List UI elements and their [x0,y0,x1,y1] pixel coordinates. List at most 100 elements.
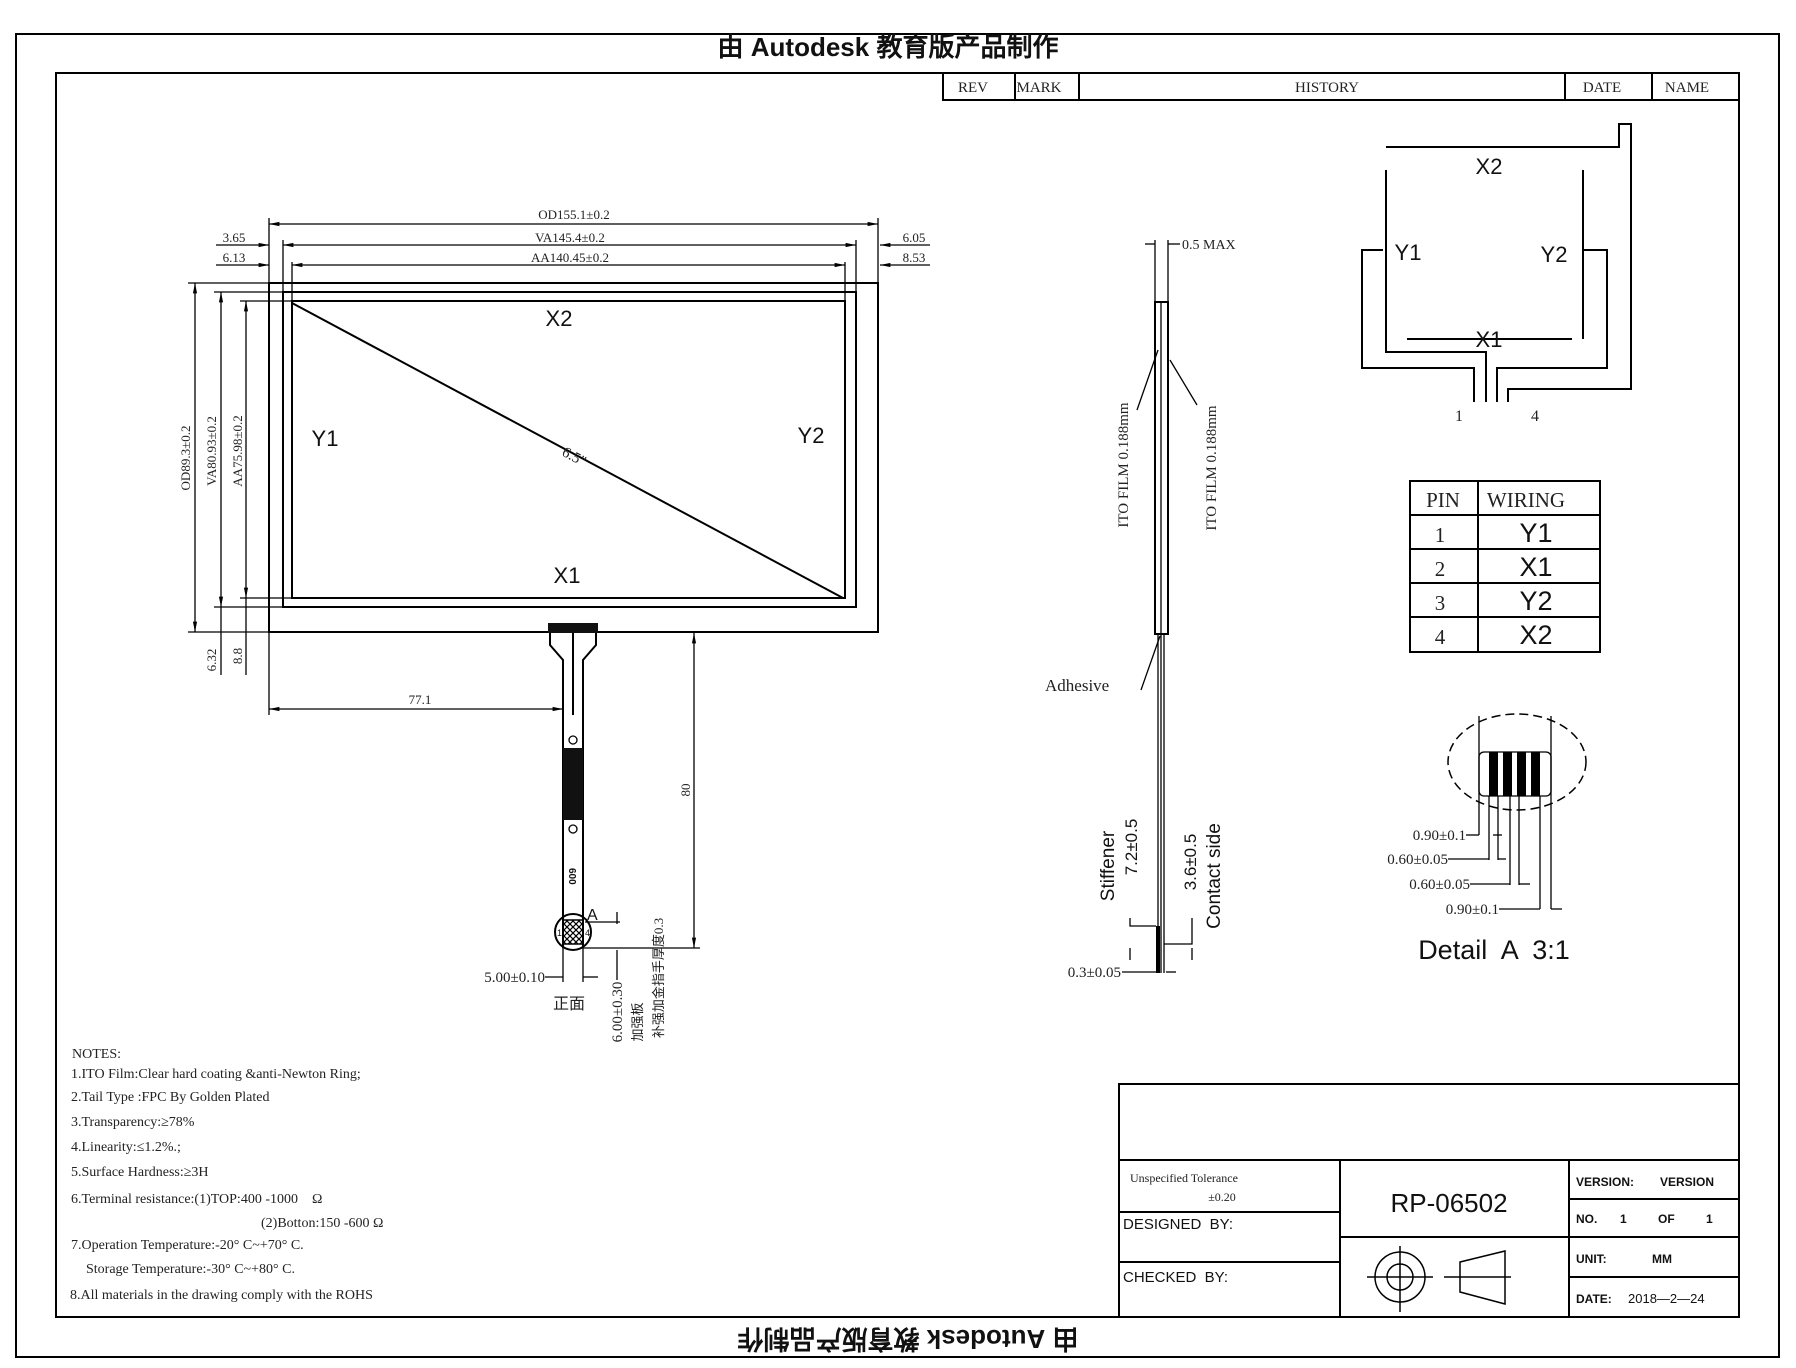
note-line: 2.Tail Type :FPC By Golden Plated [71,1090,269,1105]
projection-symbol [1367,1246,1511,1312]
wiring-cell: X1 [1519,552,1552,582]
version-value: VERSION [1660,1175,1714,1189]
ito-film-left: ITO FILM 0.188mm [1116,402,1132,527]
tail-pin4: 4 [585,928,590,938]
name-header: NAME [1665,80,1709,96]
note-line: 7.Operation Temperature:-20° C~+70° C. [71,1238,304,1253]
tail-pin1: 1 [557,928,562,938]
notes-title: NOTES: [72,1047,121,1062]
left-aa-dim: 6.13 [223,250,246,265]
of-label: OF [1658,1212,1675,1226]
pin-cell: 4 [1435,625,1446,649]
od-width-dim: OD155.1±0.2 [538,207,609,222]
stiffener-note-cn: 补强加金指手厚度0.3 [651,918,666,1038]
front-label: 正面 [553,996,585,1013]
wiring-cell: Y1 [1519,518,1552,548]
aa-width-dim: AA140.45±0.2 [531,250,609,265]
stiffener-cn-label: 加强板 [630,1002,645,1041]
x1-label: X1 [554,563,581,588]
note-line: (2)Botton:150 -600 Ω [261,1216,383,1231]
right-aa-dim: 8.53 [903,250,926,265]
designed-by-label: DESIGNED BY: [1123,1216,1233,1233]
aa-height-dim: AA75.98±0.2 [230,415,245,486]
contact-side-label: Contact side [1204,823,1225,929]
pin-cell: 2 [1435,557,1446,581]
wiring-diagram: X2 Y1 Y2 X1 1 4 [1361,123,1632,425]
part-number: RP-06502 [1390,1188,1507,1218]
bottom-aa-dim: 8.8 [230,648,245,664]
x2-label: X2 [546,306,573,331]
y2-label: Y2 [798,423,825,448]
wiring-cell: Y2 [1519,586,1552,616]
history-header: HISTORY [1295,80,1359,96]
detail-dim: 0.60±0.05 [1387,852,1448,868]
detail-a-circle [554,913,592,951]
inner-frame [55,72,1740,1318]
front-view: 6.5" X2 Y1 Y2 X1 OD155.1±0.2 VA145.4±0.2… [178,207,930,1042]
wiring-pin-first: 1 [1455,408,1463,425]
side-view: 0.5 MAX ITO FILM 0.188mm ITO FILM 0.188m… [1045,238,1236,981]
right-va-dim: 6.05 [903,230,926,245]
va-width-dim: VA145.4±0.2 [535,230,605,245]
note-line: Storage Temperature:-30° C~+80° C. [86,1262,295,1277]
checked-by-label: CHECKED BY: [1123,1269,1228,1286]
adhesive-label: Adhesive [1045,676,1109,695]
tolerance-value: ±0.20 [1208,1190,1236,1204]
stiffener-dim: 7.2±0.5 [1122,819,1141,876]
rev-header: REV [958,80,988,96]
ito-film-right: ITO FILM 0.188mm [1204,405,1220,530]
wiring-x2: X2 [1476,154,1503,179]
watermark-bottom: 由 Autodesk 教育版产品制作 [738,1324,1079,1354]
bottom-va-dim: 6.32 [204,649,219,672]
pin-table: PIN WIRING 1 Y1 2 X1 3 Y2 4 X2 [1409,480,1601,653]
va-height-dim: VA80.93±0.2 [204,416,219,486]
pin-header: PIN [1426,488,1460,512]
note-line: 5.Surface Hardness:≥3H [71,1165,209,1180]
detail-dim: 0.90±0.1 [1413,828,1466,844]
detail-title: Detail A 3:1 [1418,935,1570,965]
pin-cell: 1 [1435,523,1446,547]
detail-a: 0.90±0.1 0.60±0.05 0.60±0.05 0.90±0.1 De… [1387,713,1587,965]
version-label: VERSION: [1576,1175,1634,1189]
diagonal-label: 6.5" [559,444,588,470]
wiring-cell: X2 [1519,620,1552,650]
note-line: 4.Linearity:≤1.2%.; [71,1140,181,1155]
watermark-top: 由 Autodesk 教育版产品制作 [718,32,1059,62]
note-line: 8.All materials in the drawing comply wi… [70,1288,373,1303]
fpc-label-block [563,748,583,820]
fpc-mark: 600 [566,868,577,885]
date-label: DATE: [1576,1292,1612,1306]
note-line: 1.ITO Film:Clear hard coating &anti-Newt… [71,1067,361,1082]
wiring-header: WIRING [1487,488,1565,512]
wiring-pin-last: 4 [1531,408,1539,425]
contact-dim: 3.6±0.5 [1181,834,1200,891]
notes: NOTES: 1.ITO Film:Clear hard coating &an… [70,1047,383,1303]
max-thickness-dim: 0.5 MAX [1182,238,1236,253]
thickness-dim: 0.3±0.05 [1068,965,1121,981]
tolerance-label: Unspecified Tolerance [1130,1171,1238,1185]
no-value: 1 [1620,1212,1627,1226]
wiring-y1: Y1 [1395,240,1422,265]
stiffener-label: Stiffener [1098,830,1119,901]
unit-value: MM [1652,1252,1672,1266]
stiffener-length-dim: 6.00±0.30 [610,982,626,1043]
revision-table: REV MARK HISTORY DATE NAME [942,72,1740,101]
va-outline [282,291,857,608]
no-label: NO. [1576,1212,1597,1226]
date-header: DATE [1583,80,1621,96]
unit-label: UNIT: [1576,1252,1607,1266]
wiring-y2: Y2 [1541,242,1568,267]
od-height-dim: OD89.3±0.2 [178,426,193,491]
detail-ref-a: A [587,907,598,924]
pin-cell: 3 [1435,591,1446,615]
left-va-dim: 3.65 [223,230,246,245]
fpc-tail: 600 1 4 A [548,623,620,951]
tail-length-dim: 80 [678,784,693,797]
tail-offset-dim: 77.1 [409,692,432,707]
note-line: 3.Transparency:≥78% [71,1115,195,1130]
aa-outline [291,300,846,599]
outer-border [15,33,1780,1358]
detail-dim: 0.60±0.05 [1409,877,1470,893]
detail-dim: 0.90±0.1 [1446,902,1499,918]
